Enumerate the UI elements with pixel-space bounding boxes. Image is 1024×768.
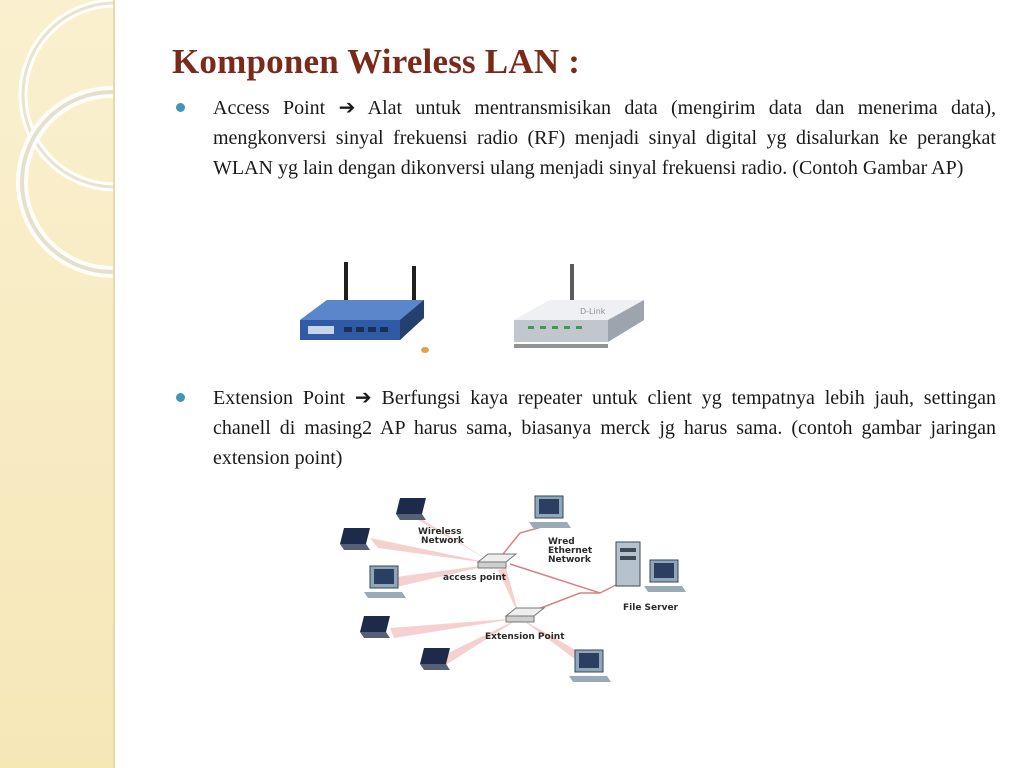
desktop-computer-icon <box>644 559 686 592</box>
file-server-icon <box>615 541 641 587</box>
laptop-icon <box>340 528 370 550</box>
decorative-side-strip <box>0 0 113 768</box>
laptop-icon <box>396 498 426 520</box>
access-point-device-icon <box>476 553 518 569</box>
desktop-computer-icon <box>569 649 611 682</box>
bullet-access-point: Access Point ➔ Alat untuk mentransmisika… <box>213 92 996 183</box>
bullet-dot <box>176 393 185 402</box>
arrow-right-icon: ➔ <box>354 385 372 409</box>
file-server-label: File Server <box>623 603 679 613</box>
bullet-text: Alat untuk mentransmisikan data (mengiri… <box>213 97 996 179</box>
extension-point-device-icon <box>504 607 546 623</box>
side-strip-edge <box>113 0 115 768</box>
bullet-lead: Access Point <box>213 97 326 119</box>
extension-point-network-diagram: Wireless Network Wred Ethernet Network a… <box>330 488 720 708</box>
bullet-dot <box>176 103 185 112</box>
desktop-computer-icon <box>364 565 406 598</box>
desktop-computer-icon <box>529 495 571 528</box>
wired-network-label: Ethernet <box>548 546 593 556</box>
bullet-lead: Extension Point <box>213 387 346 409</box>
slide-title: Komponen Wireless LAN : <box>172 42 581 81</box>
bullet-extension-point: Extension Point ➔ Berfungsi kaya repeate… <box>213 382 996 473</box>
dlink-access-point-image: D-Link <box>510 262 650 367</box>
access-point-label: access point <box>443 573 507 583</box>
linksys-router-image <box>292 258 437 363</box>
svg-text:D-Link: D-Link <box>580 307 606 316</box>
signal-beams <box>370 512 586 666</box>
bullet-text: Berfungsi kaya repeater untuk client yg … <box>213 387 997 469</box>
wired-network-label: Wred <box>548 537 575 547</box>
extension-point-label: Extension Point <box>485 632 565 642</box>
decorative-circles <box>16 0 113 278</box>
arrow-right-icon: ➔ <box>338 95 356 119</box>
wireless-network-label: Wireless <box>418 527 461 537</box>
laptop-icon <box>420 648 450 670</box>
wireless-network-label: Network <box>421 536 465 546</box>
wired-network-label: Network <box>548 555 592 565</box>
laptop-icon <box>360 616 390 638</box>
